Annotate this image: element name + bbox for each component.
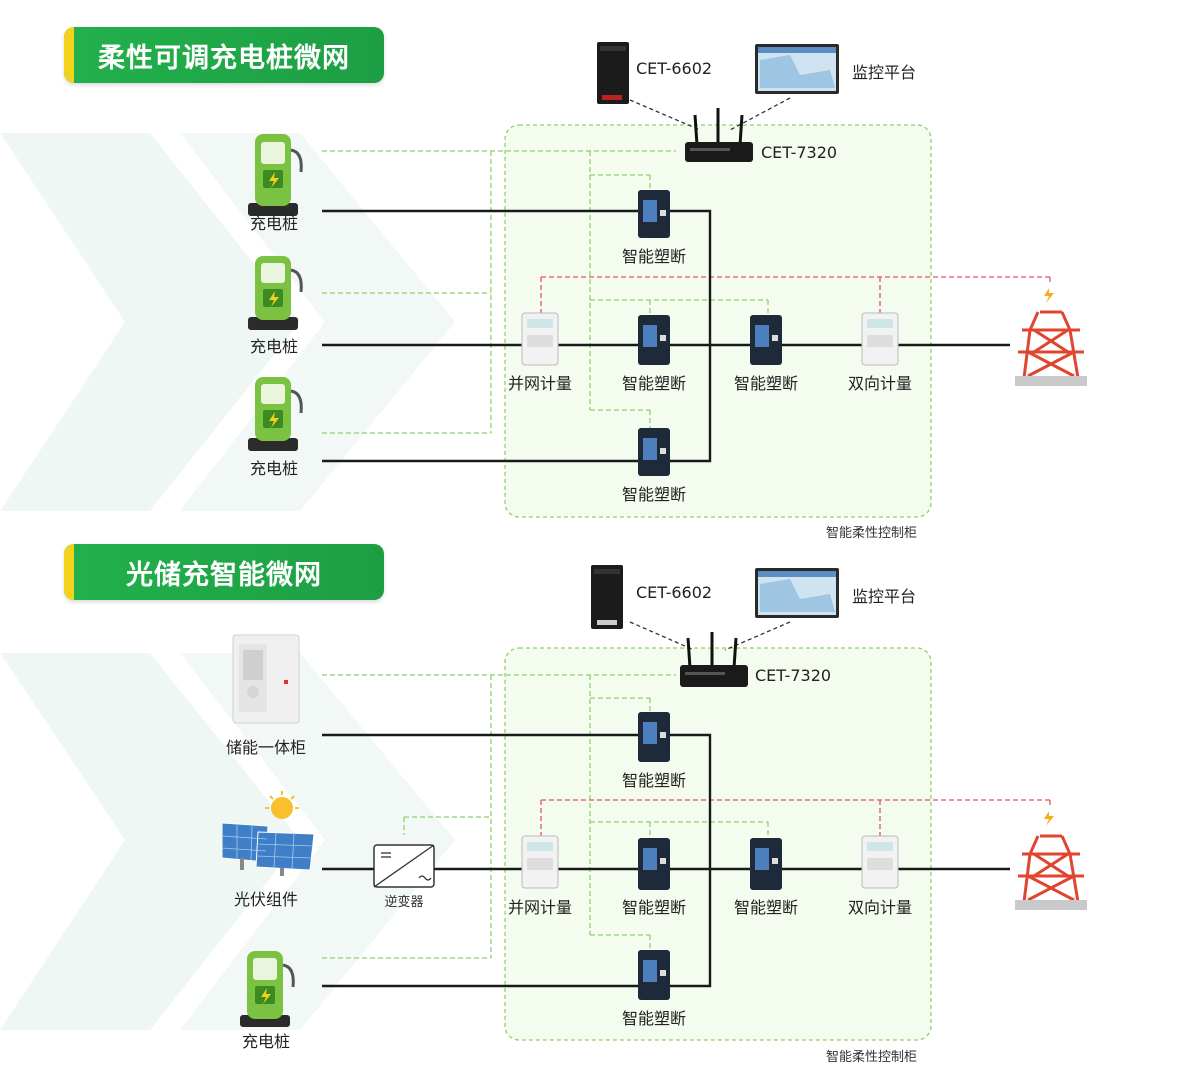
source-label: 光伏组件 [233,890,299,909]
charger-icon [240,951,295,1027]
breaker-label: 智能塑断 [621,247,687,266]
meter-icon [861,835,899,889]
server-icon [591,565,623,629]
bg-chevron [180,653,455,1030]
breaker-icon [638,190,670,238]
source-label: 充电桩 [241,1032,291,1051]
cabinet-label: 智能柔性控制柜 [826,1050,918,1065]
breaker-label: 智能塑断 [621,771,687,790]
breaker-label: 智能塑断 [621,1009,687,1028]
storage-cabinet-icon [232,634,300,724]
comm-lines [322,150,769,434]
source-label: 充电桩 [249,337,299,356]
source-label: 储能一体柜 [225,738,307,757]
gateway-icon [685,108,753,162]
power-tower-icon [1015,288,1087,386]
gateway-label: CET-7320 [761,143,838,162]
charger-icon [248,377,303,451]
power-lines [322,733,1010,988]
meter-icon [521,312,559,366]
grid-meter-label: 并网计量 [507,374,573,393]
server-icon [597,42,629,104]
breaker-icon [750,315,782,365]
charger-icon [248,256,303,330]
breaker-icon [638,838,670,890]
breaker-icon [750,838,782,890]
section-title-badge: 光储充智能微网 [64,544,384,600]
breaker-label: 智能塑断 [621,898,687,917]
breaker-icon [638,950,670,1000]
bidir-meter-label: 双向计量 [847,374,913,393]
server-label: CET-6602 [636,59,713,78]
meter-icon [521,835,559,889]
cabinet-label: 智能柔性控制柜 [826,526,918,541]
section-title-badge: 柔性可调充电桩微网 [64,27,384,83]
comm-lines [322,674,769,959]
signal-lines [540,799,1051,836]
charger-icon [248,134,303,216]
source-label: 充电桩 [249,459,299,478]
inverter-label: 逆变器 [384,895,424,910]
breaker-label: 智能塑断 [621,485,687,504]
grid-meter-label: 并网计量 [507,898,573,917]
source-label: 充电桩 [249,214,299,233]
power-tower-icon [1015,811,1087,910]
breaker-icon [638,428,670,476]
diagram-2 [0,565,1087,1041]
diagram-1 [0,42,1087,518]
signal-lines [540,276,1051,313]
monitor-icon [755,568,839,618]
bg-chevron [180,133,455,511]
section-title: 光储充智能微网 [126,559,322,591]
breaker-icon [638,712,670,762]
bidir-meter-label: 双向计量 [847,898,913,917]
meter-icon [861,312,899,366]
inverter-icon [373,844,435,888]
section-title: 柔性可调充电桩微网 [98,42,350,74]
breaker-label: 智能塑断 [733,898,799,917]
platform-label: 监控平台 [852,587,917,606]
gateway-label: CET-7320 [755,666,832,685]
cabinet-area [504,647,932,1041]
breaker-icon [638,315,670,365]
breaker-label: 智能塑断 [733,374,799,393]
gateway-icon [680,632,748,687]
monitor-icon [755,44,839,94]
bg-chevron [0,133,300,511]
breaker-label: 智能塑断 [621,374,687,393]
platform-label: 监控平台 [852,63,917,82]
bg-chevron [0,653,300,1030]
server-label: CET-6602 [636,583,713,602]
solar-panel-icon [221,791,315,876]
